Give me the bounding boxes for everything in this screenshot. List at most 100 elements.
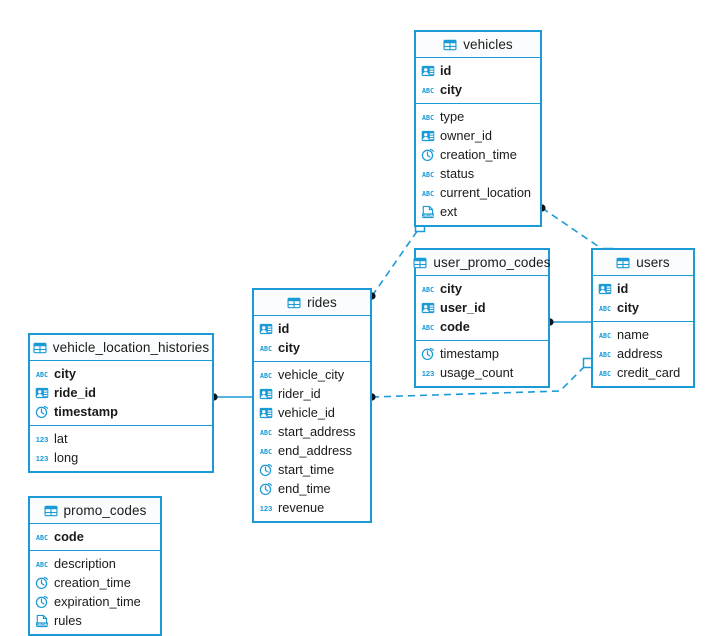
field-row-vehicles-owner_id[interactable]: owner_id — [416, 126, 540, 145]
field-row-rides-rider_id[interactable]: rider_id — [254, 384, 370, 403]
field-row-vehicles-status[interactable]: ABC status — [416, 164, 540, 183]
field-name: id — [617, 281, 629, 296]
key-icon — [259, 387, 273, 401]
field-row-rides-id[interactable]: id — [254, 319, 370, 338]
table-header-users[interactable]: users — [593, 250, 693, 276]
field-name: address — [617, 346, 663, 361]
svg-text:ABC: ABC — [422, 285, 434, 293]
relationship-user_promo_codes-users[interactable] — [546, 318, 591, 326]
svg-text:ABC: ABC — [422, 113, 434, 121]
svg-text:ABC: ABC — [260, 371, 272, 379]
table-header-promo_codes[interactable]: promo_codes — [30, 498, 160, 524]
field-name: type — [440, 109, 465, 124]
field-row-promo_codes-creation_time[interactable]: creation_time — [30, 573, 160, 592]
field-row-rides-end_time[interactable]: end_time — [254, 479, 370, 498]
svg-text:123: 123 — [36, 435, 49, 444]
svg-text:ABC: ABC — [422, 86, 434, 94]
abc-icon: ABC — [598, 301, 612, 315]
table-header-vehicle_location_histories[interactable]: vehicle_location_histories — [30, 335, 212, 361]
table-title: vehicle_location_histories — [52, 340, 210, 355]
field-name: user_id — [440, 300, 486, 315]
field-row-vehicle_location_histories-timestamp[interactable]: timestamp — [30, 402, 212, 421]
field-name: city — [54, 366, 77, 381]
key-icon — [259, 322, 273, 336]
table-icon — [44, 504, 58, 518]
clock-icon — [35, 405, 49, 419]
field-name: lat — [54, 431, 68, 446]
relationship-vehicle_location_histories-rides[interactable] — [210, 393, 252, 401]
field-name: creation_time — [440, 147, 517, 162]
field-name: name — [617, 327, 650, 342]
table-icon — [443, 38, 457, 52]
clock-icon — [259, 463, 273, 477]
field-row-vehicle_location_histories-ride_id[interactable]: ride_id — [30, 383, 212, 402]
table-header-vehicles[interactable]: vehicles — [416, 32, 540, 58]
clock-icon — [421, 148, 435, 162]
abc-icon: ABC — [421, 110, 435, 124]
field-row-users-id[interactable]: id — [593, 279, 693, 298]
field-name: status — [440, 166, 475, 181]
field-name: long — [54, 450, 79, 465]
field-name: timestamp — [54, 404, 119, 419]
field-row-vehicles-id[interactable]: id — [416, 61, 540, 80]
table-icon — [33, 341, 47, 355]
clock-icon — [35, 576, 49, 590]
field-row-rides-start_time[interactable]: start_time — [254, 460, 370, 479]
table-header-rides[interactable]: rides — [254, 290, 370, 316]
field-row-users-name[interactable]: ABC name — [593, 325, 693, 344]
field-row-promo_codes-expiration_time[interactable]: expiration_time — [30, 592, 160, 611]
abc-icon: ABC — [421, 167, 435, 181]
field-row-user_promo_codes-city[interactable]: ABC city — [416, 279, 548, 298]
field-name: usage_count — [440, 365, 514, 380]
field-name: creation_time — [54, 575, 131, 590]
field-row-vehicle_location_histories-lat[interactable]: 123 lat — [30, 429, 212, 448]
field-row-vehicles-creation_time[interactable]: creation_time — [416, 145, 540, 164]
svg-text:ABC: ABC — [599, 350, 611, 358]
svg-text:ABC: ABC — [599, 331, 611, 339]
abc-icon: ABC — [421, 320, 435, 334]
field-row-rides-vehicle_id[interactable]: vehicle_id — [254, 403, 370, 422]
table-title: promo_codes — [63, 503, 147, 518]
table-header-user_promo_codes[interactable]: user_promo_codes — [413, 250, 550, 276]
field-row-user_promo_codes-timestamp[interactable]: timestamp — [416, 344, 548, 363]
field-name: city — [440, 281, 463, 296]
field-name: rules — [54, 613, 82, 628]
key-icon — [598, 282, 612, 296]
clock-icon — [421, 347, 435, 361]
field-row-vehicles-type[interactable]: ABC type — [416, 107, 540, 126]
abc-icon: ABC — [598, 347, 612, 361]
field-row-user_promo_codes-user_id[interactable]: user_id — [416, 298, 548, 317]
field-row-users-address[interactable]: ABC address — [593, 344, 693, 363]
key-icon — [35, 386, 49, 400]
